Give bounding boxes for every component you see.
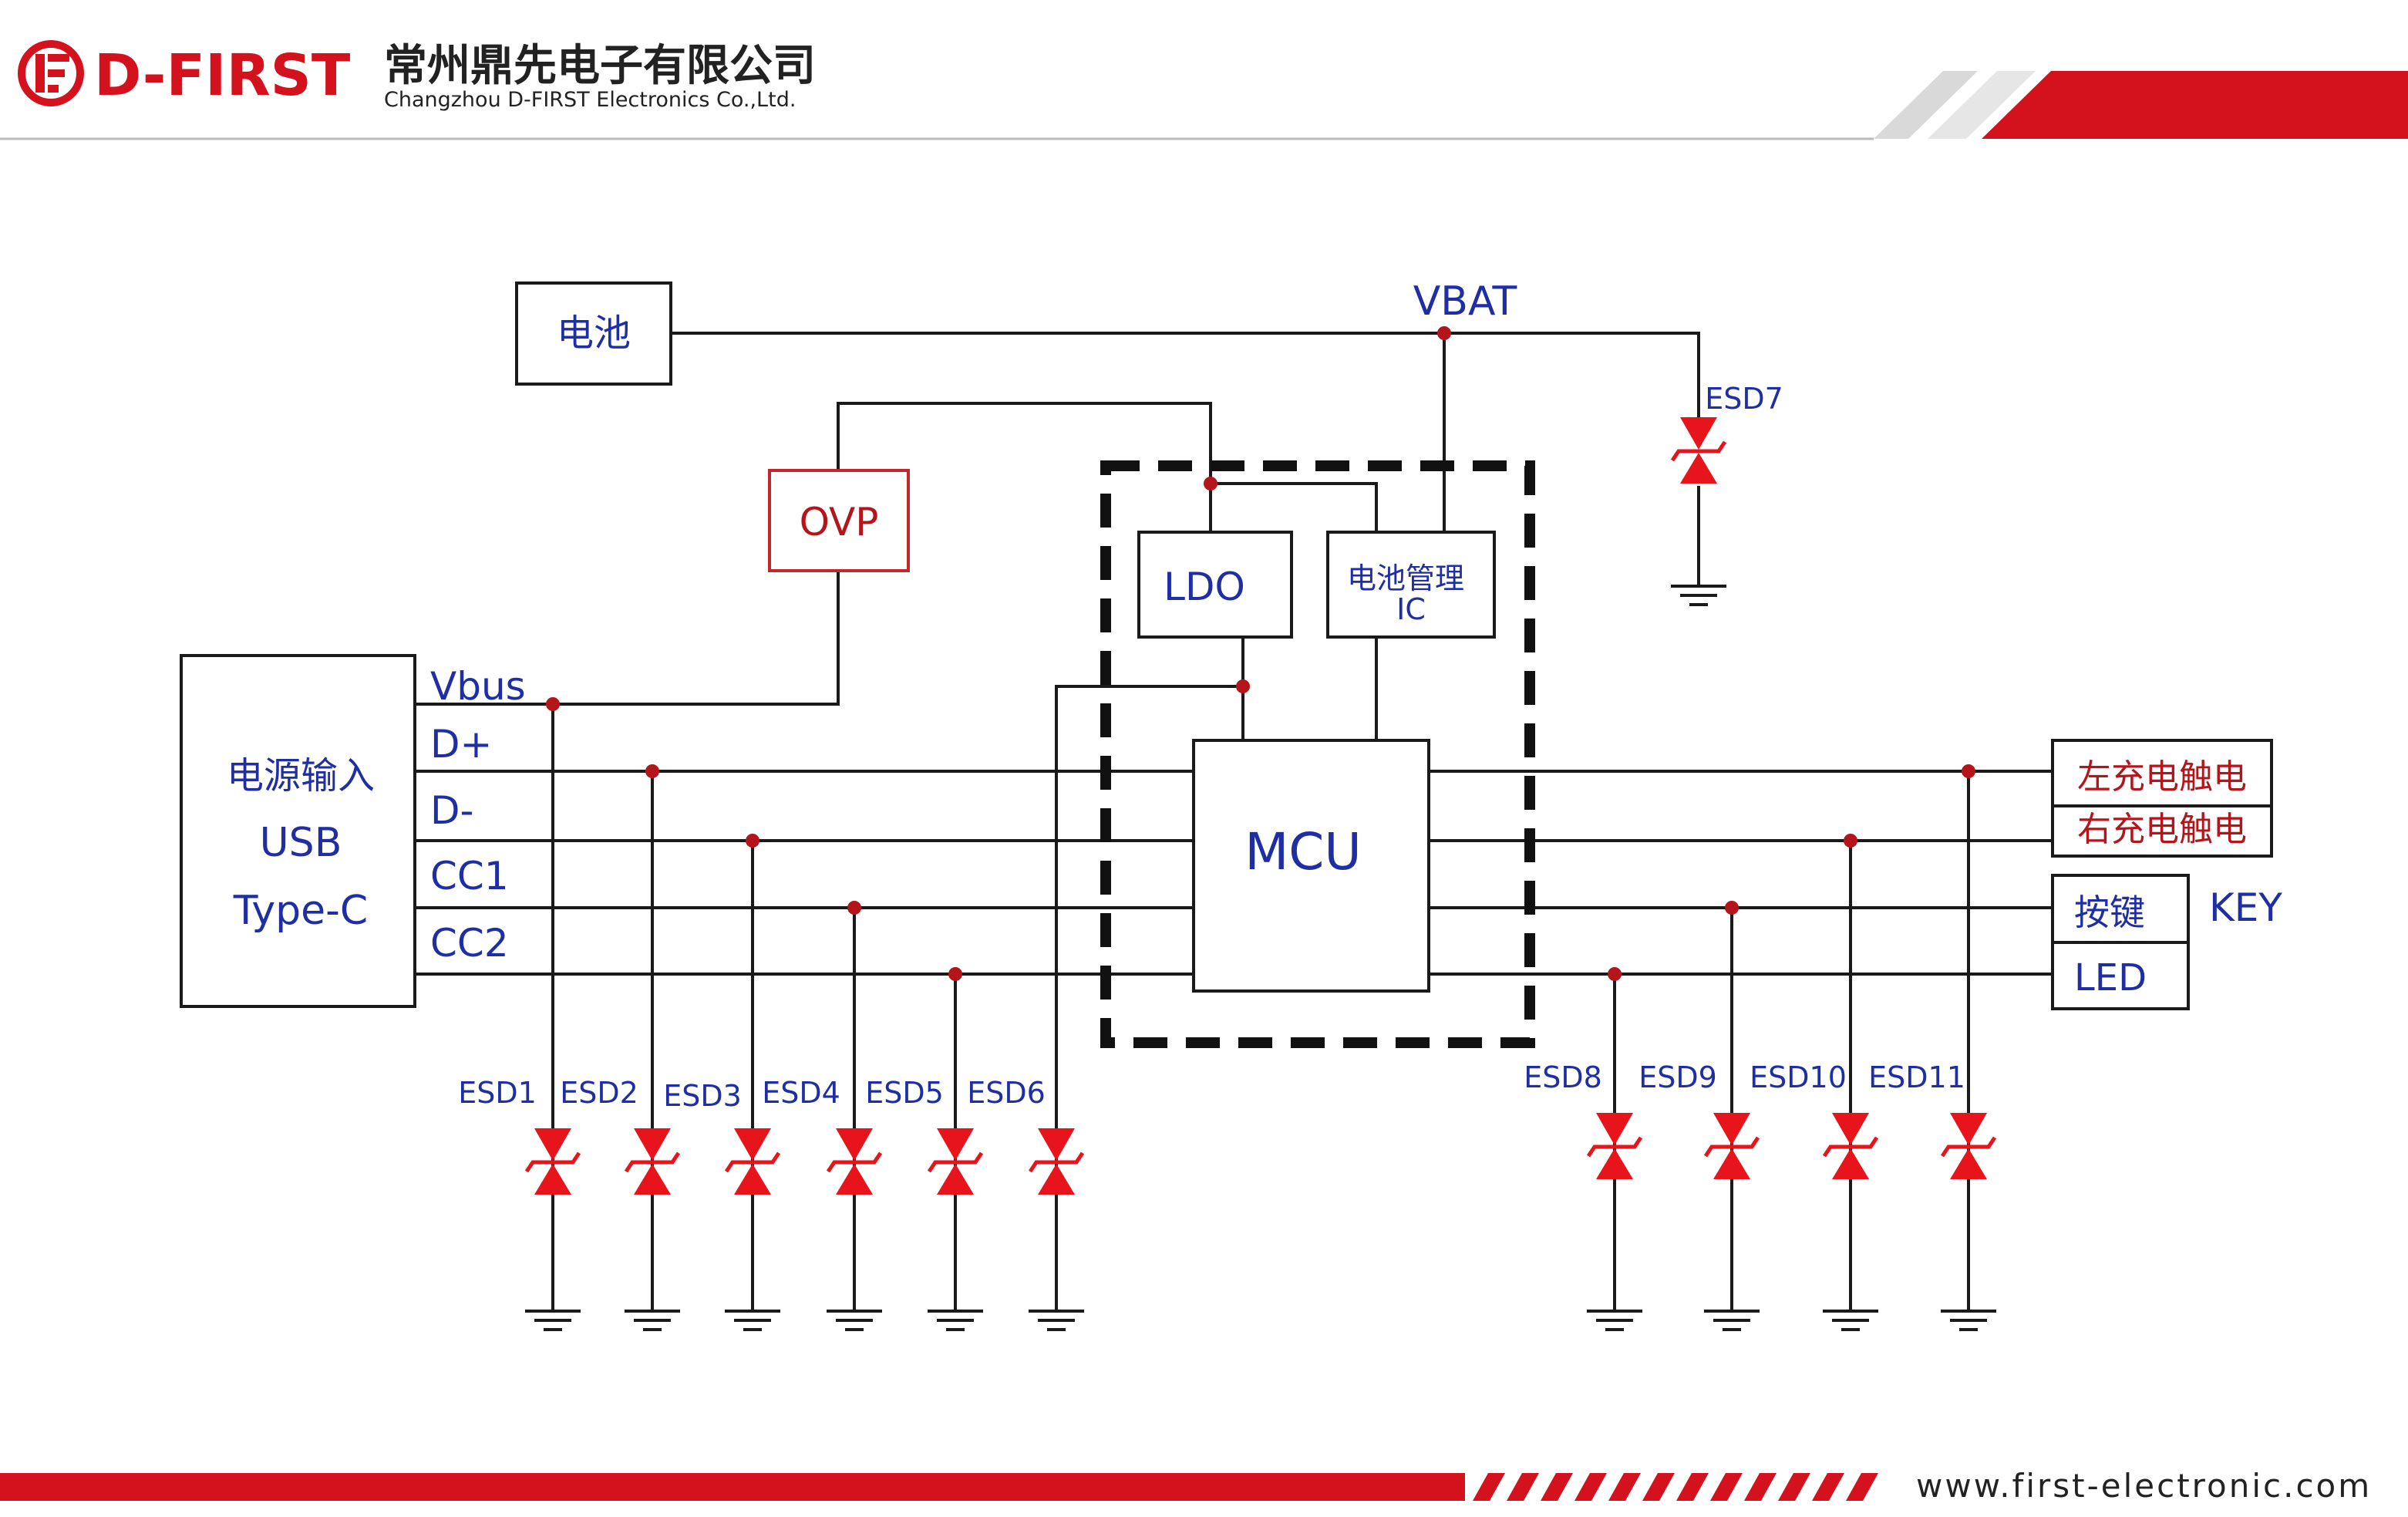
charge-contacts-block: 左充电触电 右充电触电 <box>2051 739 2273 858</box>
esd-label-6: ESD6 <box>967 1076 1046 1110</box>
header-stripe-gray <box>1874 71 1978 139</box>
bms-ic-block: 电池管理 IC <box>1326 531 1496 639</box>
ldo-block: LDO <box>1137 531 1293 639</box>
chip-boundary <box>1100 460 1535 1048</box>
footer-stripes <box>1473 1473 1878 1501</box>
ground-symbol <box>1941 1310 1996 1331</box>
tvs-diode-esd6 <box>1028 1128 1085 1195</box>
esd-label-11: ESD11 <box>1868 1060 1965 1094</box>
header-stripe-gray-2 <box>1928 71 2036 139</box>
ground-symbol <box>725 1310 780 1331</box>
esd-label-10: ESD10 <box>1750 1060 1847 1094</box>
footer-stripe <box>1608 1473 1641 1501</box>
ldo-label: LDO <box>1164 565 1245 609</box>
tvs-diode-esd7 <box>1670 417 1727 484</box>
tvs-diode-esd11 <box>1940 1113 1997 1179</box>
footer: www.first-electronic.com <box>0 1467 2372 1505</box>
charge-right-label: 右充电触电 <box>2077 810 2247 849</box>
ground-symbol <box>827 1310 882 1331</box>
ground-symbol <box>928 1310 983 1331</box>
footer-stripe <box>1710 1473 1743 1501</box>
key-led-block: 按键 LED <box>2051 874 2190 1010</box>
ground-symbol <box>1823 1310 1878 1331</box>
logo-text: D-FIRST <box>94 42 351 109</box>
ovp-label: OVP <box>800 500 879 544</box>
battery-block: 电池 <box>515 281 672 386</box>
usb-pin-labels: Vbus D+ D- CC1 CC2 <box>430 664 526 966</box>
pin-label-cc1: CC1 <box>430 854 509 898</box>
tvs-diode-esd4 <box>826 1128 883 1195</box>
ground-symbol <box>525 1310 581 1331</box>
tvs-diode-esd8 <box>1586 1113 1643 1179</box>
bms-label-line2: IC <box>1396 592 1426 626</box>
mcu-label: MCU <box>1244 822 1361 882</box>
ground-symbol <box>1029 1310 1084 1331</box>
header: D-FIRST 常州鼎先电子有限公司 Changzhou D-FIRST Ele… <box>0 40 2408 140</box>
ground-symbol <box>625 1310 680 1331</box>
pin-label-dplus: D+ <box>430 722 492 767</box>
footer-red-band <box>0 1473 1465 1501</box>
esd-label-9: ESD9 <box>1638 1060 1717 1094</box>
footer-stripe <box>1574 1473 1607 1501</box>
footer-stripe <box>1642 1473 1675 1501</box>
pin-label-cc2: CC2 <box>430 921 509 966</box>
esd-label-8: ESD8 <box>1524 1060 1602 1094</box>
tvs-diode-esd2 <box>624 1128 681 1195</box>
esd-label-2: ESD2 <box>560 1076 638 1110</box>
esd-label-3: ESD3 <box>663 1079 742 1113</box>
footer-stripe <box>1676 1473 1709 1501</box>
pin-label-dminus: D- <box>430 788 474 833</box>
footer-stripe <box>1812 1473 1844 1501</box>
footer-stripe <box>1541 1473 1573 1501</box>
footer-stripe <box>1473 1473 1505 1501</box>
junction-nodes <box>546 326 1975 981</box>
tvs-diode-esd10 <box>1822 1113 1879 1179</box>
esd-label-4: ESD4 <box>762 1076 840 1110</box>
battery-label: 电池 <box>557 312 631 355</box>
ground-symbol <box>1704 1310 1760 1331</box>
company-name-cn: 常州鼎先电子有限公司 <box>384 41 816 91</box>
footer-stripe <box>1778 1473 1810 1501</box>
tvs-diode-esd5 <box>927 1128 984 1195</box>
company-logo: D-FIRST <box>18 40 351 109</box>
bms-label-line1: 电池管理 <box>1347 561 1464 595</box>
vbat-label: VBAT <box>1413 278 1517 325</box>
footer-url: www.first-electronic.com <box>1916 1467 2372 1505</box>
key-en-label: KEY <box>2209 885 2282 930</box>
mcu-block: MCU <box>1192 739 1430 993</box>
esd-label-1: ESD1 <box>458 1076 537 1110</box>
tvs-diode-esd3 <box>724 1128 781 1195</box>
company-name-en: Changzhou D-FIRST Electronics Co.,Ltd. <box>384 88 796 112</box>
wires <box>415 332 2053 1311</box>
ovp-block: OVP <box>768 469 910 572</box>
ground-symbol <box>1671 585 1726 606</box>
esd-label-5: ESD5 <box>865 1076 944 1110</box>
charge-left-label: 左充电触电 <box>2077 757 2247 797</box>
usb-label-line3: Type-C <box>233 888 369 934</box>
tvs-diode-esd1 <box>524 1128 581 1195</box>
key-cn-label: 按键 <box>2074 892 2145 933</box>
tvs-diode-esd9 <box>1703 1113 1760 1179</box>
header-red-band <box>1982 71 2408 139</box>
footer-stripe <box>1744 1473 1777 1501</box>
footer-stripe <box>1507 1473 1539 1501</box>
pin-label-vbus: Vbus <box>430 664 526 709</box>
esd-label-7: ESD7 <box>1705 382 1783 416</box>
usb-label-line1: 电源输入 <box>227 754 375 797</box>
footer-stripe <box>1846 1473 1878 1501</box>
ground-symbol <box>1587 1310 1642 1331</box>
usb-label-line2: USB <box>260 820 342 866</box>
usb-typec-block: 电源输入 USB Type-C <box>180 654 416 1008</box>
led-label: LED <box>2074 956 2147 1000</box>
